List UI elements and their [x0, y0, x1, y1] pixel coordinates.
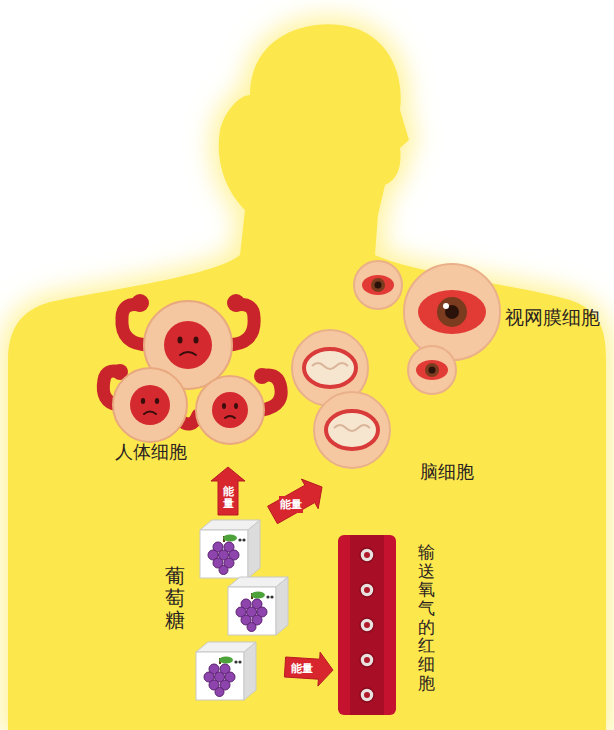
- red-blood-cells: 输送氧气的红细胞: [333, 528, 458, 720]
- glucose: 葡萄糖: [160, 515, 285, 705]
- arrow-label: 能量: [290, 660, 314, 677]
- arrow-label: 能量: [279, 496, 303, 513]
- brain-cells-figure: [292, 330, 390, 468]
- body-silhouette: [8, 24, 606, 730]
- retina-cells-figure: [354, 261, 500, 394]
- cell-label: 视网膜细胞: [505, 305, 600, 331]
- energy-arrow: [284, 652, 333, 686]
- cell-label: 人体细胞: [115, 440, 187, 464]
- arrow-label: 能量: [222, 485, 235, 511]
- energy-arrow: [268, 479, 322, 524]
- glucose-cubes: [196, 520, 288, 700]
- energy-arrow: [211, 467, 245, 515]
- body-cells: 人体细胞: [95, 295, 285, 467]
- retina-cells: 视网膜细胞: [345, 255, 607, 334]
- blood-vessel: [338, 535, 396, 715]
- cell-label: 输送氧气的红细胞: [418, 543, 435, 693]
- cell-label: 葡萄糖: [165, 565, 185, 631]
- muscle-cells: [103, 294, 281, 444]
- cell-label: 脑细胞: [420, 460, 474, 484]
- brain-cells: 脑细胞: [290, 335, 495, 487]
